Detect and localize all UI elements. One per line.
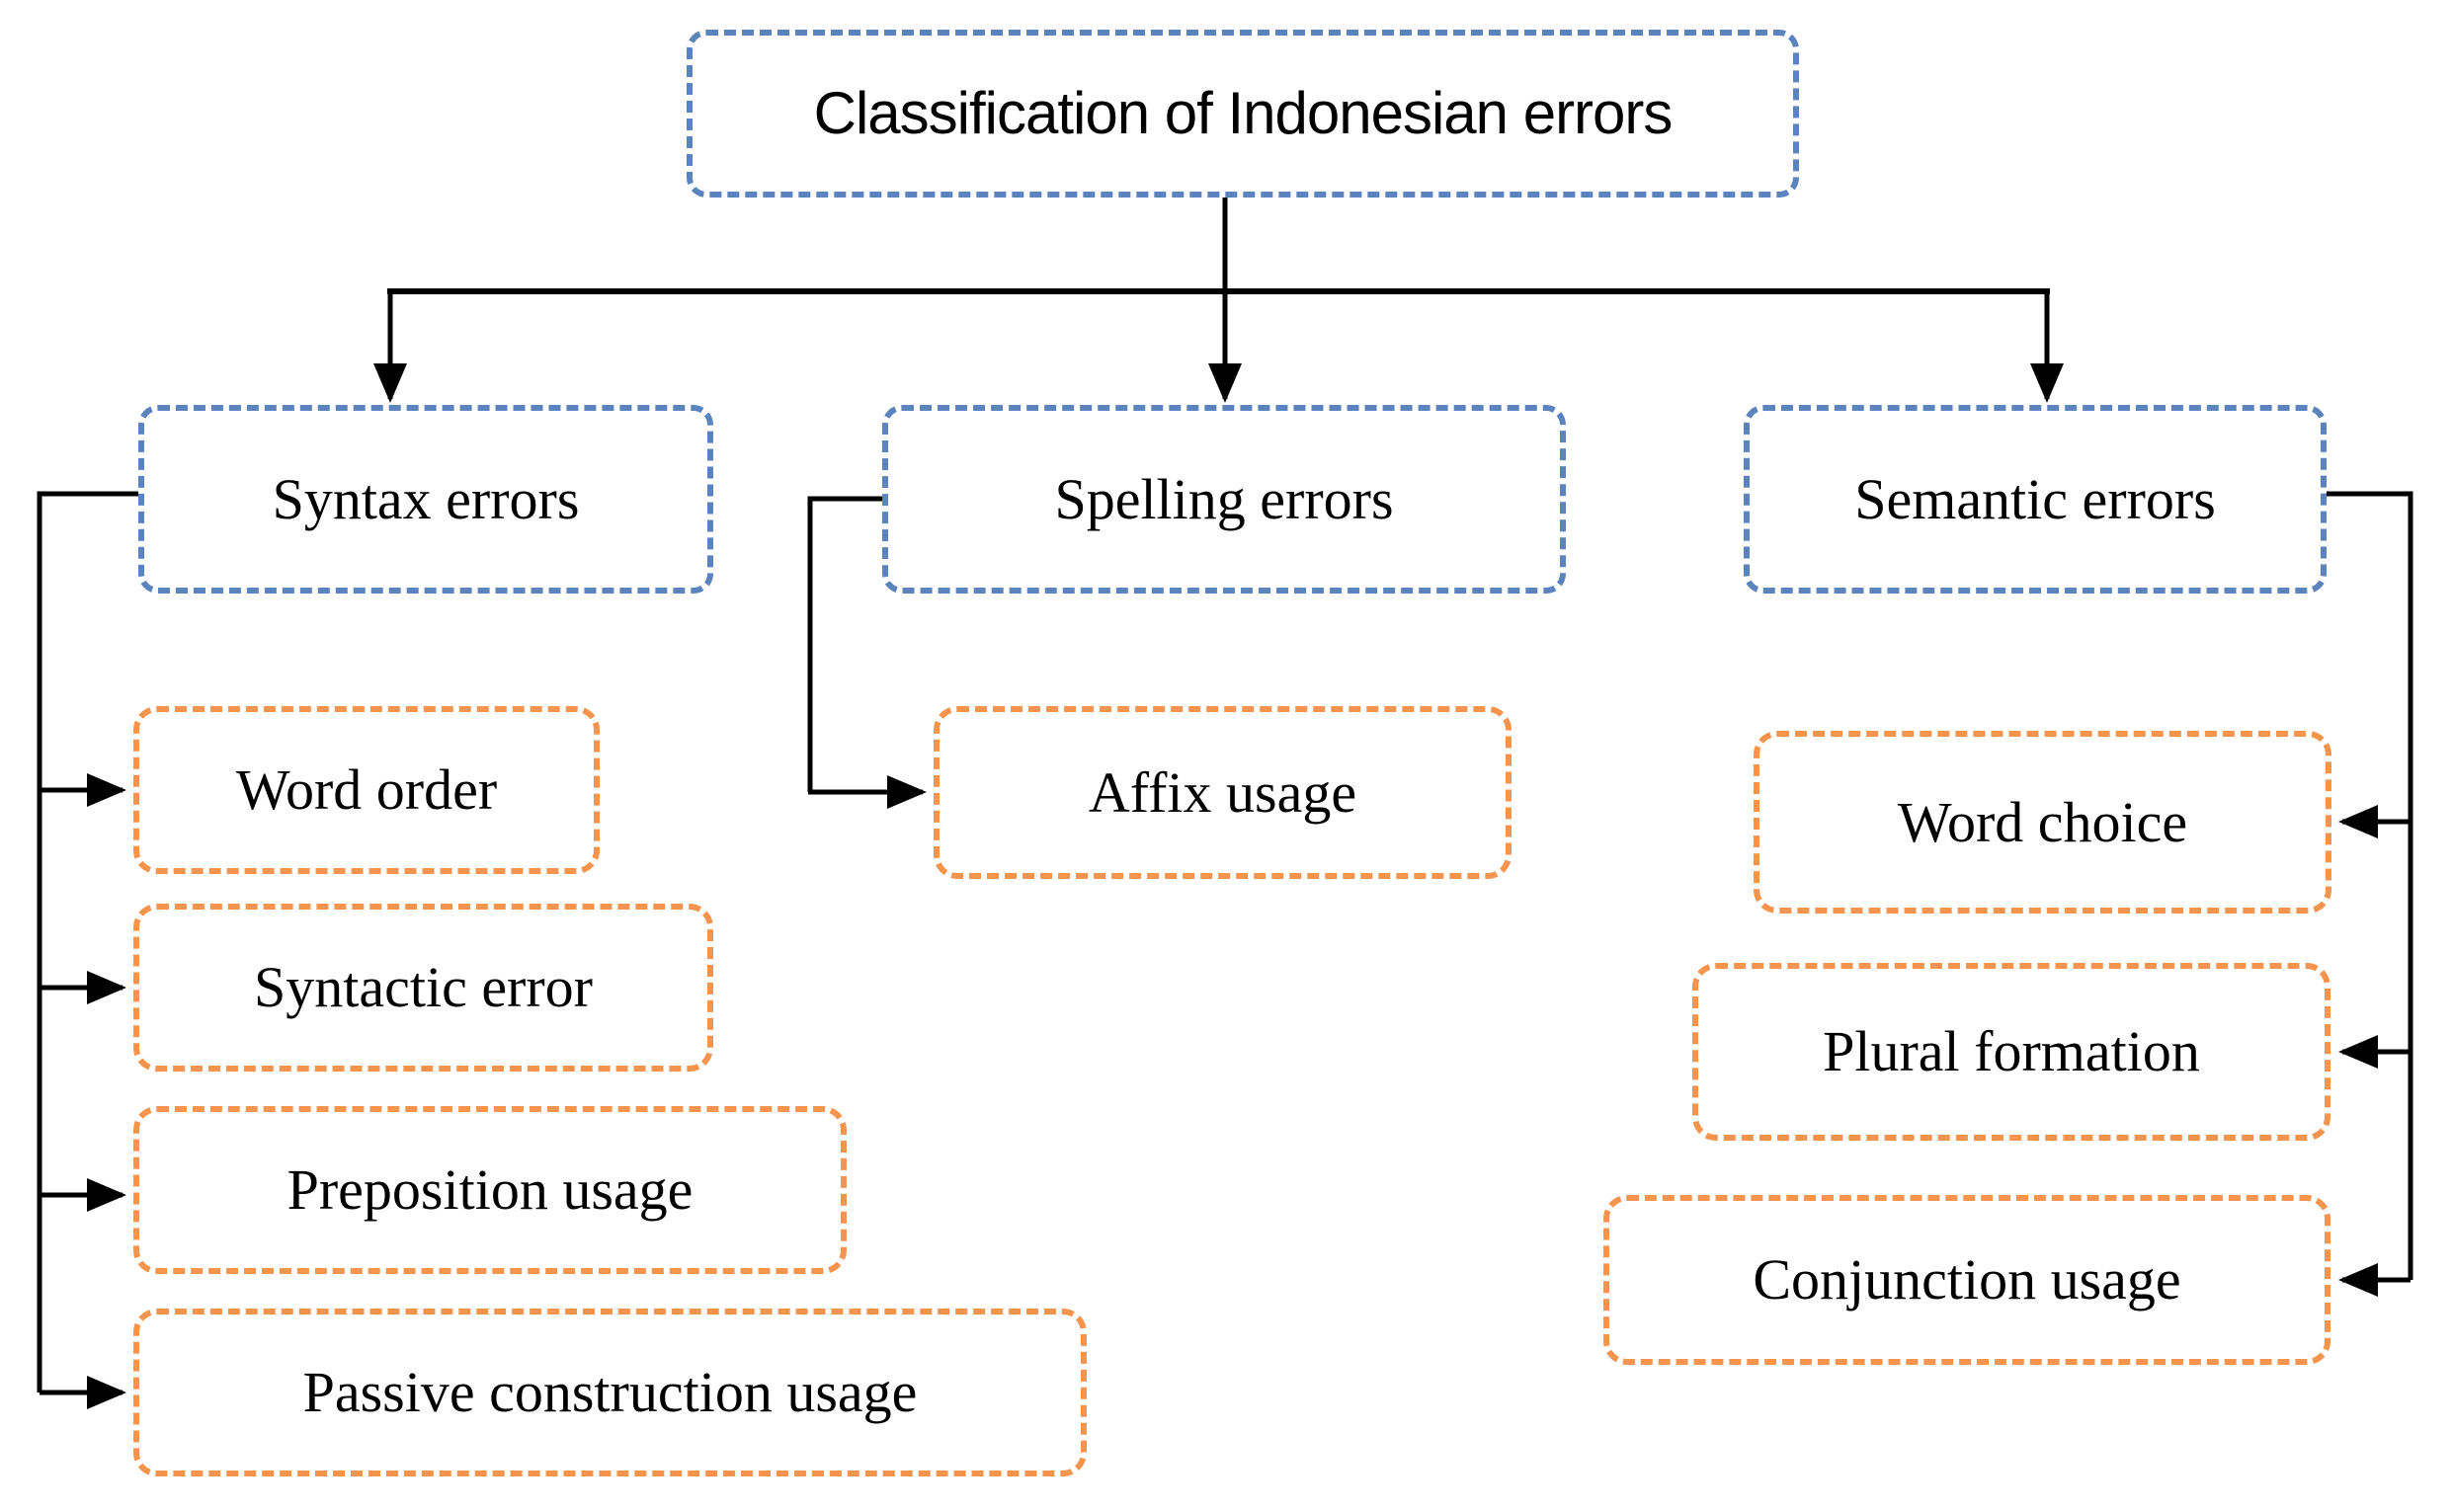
leaf-node-syntactic-error: Syntactic error xyxy=(133,904,713,1072)
branch-node-spelling-errors: Spelling errors xyxy=(882,405,1566,594)
connector-semantic-rail xyxy=(2327,491,2413,1280)
leaf-node-preposition-usage: Preposition usage xyxy=(133,1106,847,1274)
connector-syntax-rail xyxy=(37,491,138,1393)
leaf-node-label: Preposition usage xyxy=(286,1157,694,1223)
leaf-node-label: Syntactic error xyxy=(253,955,593,1020)
leaf-node-passive-construction-usage: Passive construction usage xyxy=(133,1309,1087,1476)
branch-node-syntax-errors: Syntax errors xyxy=(138,405,713,594)
leaf-node-label: Affix usage xyxy=(1088,759,1357,825)
root-node-label: Classification of Indonesian errors xyxy=(813,80,1674,146)
leaf-node-label: Word order xyxy=(235,757,498,823)
leaf-node-label: Passive construction usage xyxy=(302,1360,918,1425)
branch-node-label: Spelling errors xyxy=(1054,466,1394,531)
connector-spelling-elbow xyxy=(807,496,882,792)
leaf-node-label: Conjunction usage xyxy=(1753,1247,2181,1313)
leaf-node-conjunction-usage: Conjunction usage xyxy=(1603,1195,2330,1365)
leaf-node-word-choice: Word choice xyxy=(1754,731,2331,914)
leaf-node-word-order: Word order xyxy=(133,706,600,874)
root-node-classification: Classification of Indonesian errors xyxy=(687,30,1799,198)
leaf-node-label: Plural formation xyxy=(1823,1019,2200,1084)
leaf-node-plural-formation: Plural formation xyxy=(1692,963,2330,1141)
branch-node-label: Semantic errors xyxy=(1854,466,2216,531)
leaf-node-affix-usage: Affix usage xyxy=(934,706,1512,879)
branch-node-label: Syntax errors xyxy=(272,466,580,531)
leaf-node-label: Word choice xyxy=(1897,789,2188,854)
branch-node-semantic-errors: Semantic errors xyxy=(1744,405,2327,594)
